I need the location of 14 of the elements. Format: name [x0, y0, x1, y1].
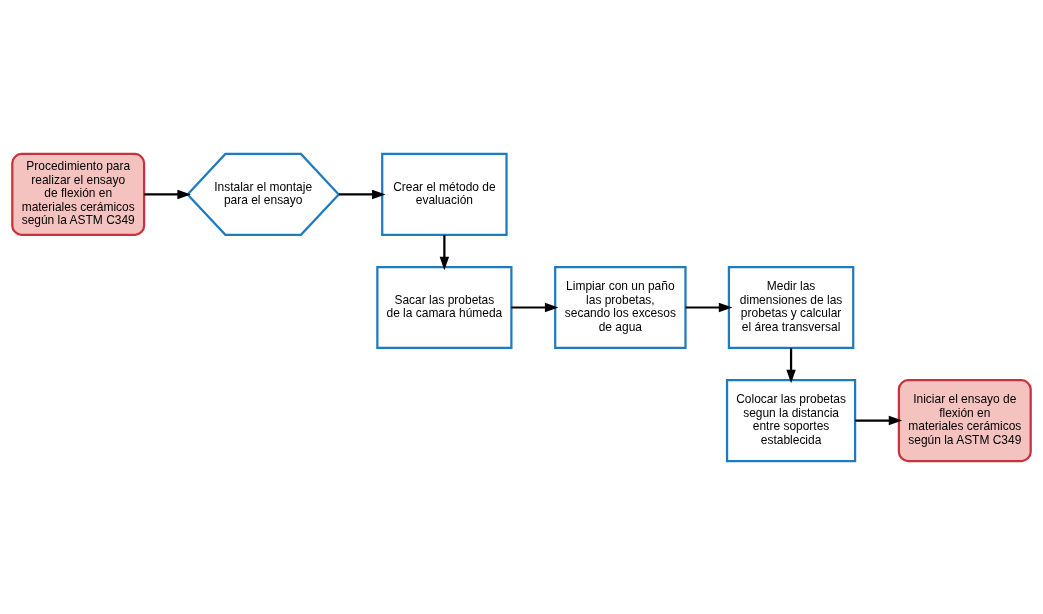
arrow [786, 347, 796, 383]
node-box: Colocar las probetas segun la distancia entre soportes establecida [725, 378, 857, 462]
arrow [144, 189, 191, 199]
node-box: Limpiar con un paño las probetas, secando los excesos de agua [554, 265, 687, 349]
node-box: Medir las dimensiones de las probetas y calcular el área transversal [727, 265, 855, 349]
node-box: Crear el método de evaluación [381, 152, 508, 236]
arrow [685, 302, 733, 312]
arrow [439, 234, 450, 270]
arrow [855, 415, 903, 425]
node-box: Procedimiento para realizar el ensayo de flexión en materiales cerámicos según la ASTM C349 [11, 152, 146, 236]
node-box: Sacar las probetas de la camara húmeda [376, 265, 513, 349]
node-box: Iniciar el ensayo de flexión en materiales cerámicos según la ASTM C349 [897, 378, 1032, 462]
arrow [511, 302, 559, 312]
arrow [338, 189, 386, 199]
